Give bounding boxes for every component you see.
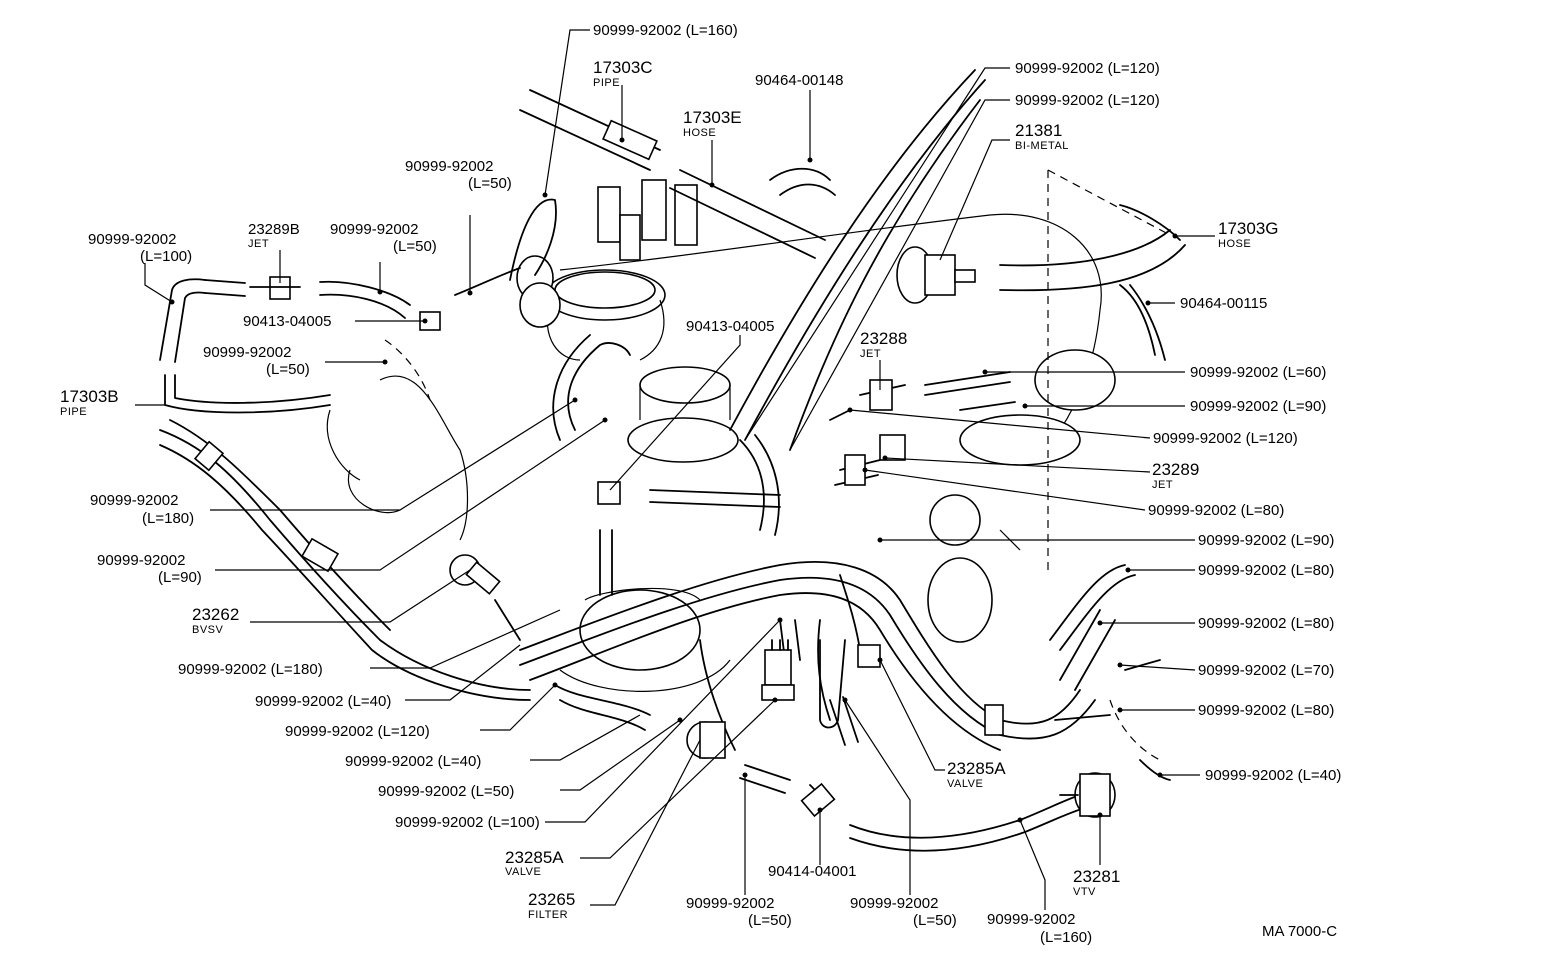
label-hose-100-b: 90999-92002 (L=100): [395, 814, 540, 831]
label-vtv-23281-sub: VTV: [1073, 886, 1096, 898]
label-hose-160-bot-pn: 90999-92002: [987, 911, 1075, 928]
distributor-cap: [544, 179, 698, 361]
diagram-code: MA 7000-C: [1262, 923, 1337, 940]
label-hose-160-top: 90999-92002 (L=160): [593, 22, 738, 39]
label-pipe-17303b-sub: PIPE: [60, 406, 87, 418]
label-bimetal-21381-sub: BI-METAL: [1015, 140, 1069, 152]
label-hose-17303e: 17303E: [683, 108, 742, 127]
label-tee-04005-left: 90413-04005: [243, 313, 331, 330]
label-hose-50-bot2-pn: 90999-92002: [850, 895, 938, 912]
label-hose-50-top-pn: 90999-92002: [405, 158, 493, 175]
label-filter-23265-sub: FILTER: [528, 909, 568, 921]
label-pipe-17303c-sub: PIPE: [593, 77, 620, 89]
label-hose-50-left-len: (L=50): [393, 238, 437, 255]
label-hose-120-r: 90999-92002 (L=120): [1153, 430, 1298, 447]
label-filter-23265: 23265: [528, 890, 575, 909]
label-hose-40-b1: 90999-92002 (L=40): [255, 693, 391, 710]
label-hose-50-bot1-pn: 90999-92002: [686, 895, 774, 912]
label-hose-50-bot1-len: (L=50): [748, 912, 792, 929]
label-hose-120-a: 90999-92002 (L=120): [1015, 60, 1160, 77]
label-hose-17303g-sub: HOSE: [1218, 238, 1251, 250]
label-valve-23285a-left: 23285A: [505, 848, 564, 867]
label-jet-23288: 23288: [860, 329, 907, 348]
leader-lines: [135, 29, 1215, 910]
label-valve-23285a-right: 23285A: [947, 759, 1006, 778]
label-hose-80-r2: 90999-92002 (L=80): [1198, 562, 1334, 579]
label-bvsv-23262-sub: BVSV: [192, 624, 224, 636]
leader-dots: [169, 137, 1178, 823]
label-hose-50-left-pn: 90999-92002: [330, 221, 418, 238]
valve-23285a-left-part: [761, 639, 795, 701]
label-hose-50-mid-len: (L=50): [266, 361, 310, 378]
label-hose-90-r2: 90999-92002 (L=90): [1198, 532, 1334, 549]
vtv-23281-part: [1059, 772, 1116, 818]
engine-drawing: [326, 169, 1171, 761]
label-tee-04001: 90414-04001: [768, 863, 856, 880]
part-labels: 90999-92002 (L=160) 17303C PIPE 90464-00…: [60, 22, 1341, 946]
label-tee-04005-mid: 90413-04005: [686, 318, 774, 335]
label-pipe-17303c: 17303C: [593, 58, 653, 77]
label-clamp-00115: 90464-00115: [1180, 295, 1267, 312]
label-hose-50-b: 90999-92002 (L=50): [378, 783, 514, 800]
label-hose-50-top-len: (L=50): [468, 175, 512, 192]
label-hose-40-b2: 90999-92002 (L=40): [345, 753, 481, 770]
label-hose-80-r1: 90999-92002 (L=80): [1148, 502, 1284, 519]
label-jet-23289-sub: JET: [1152, 479, 1173, 491]
label-hose-17303e-sub: HOSE: [683, 127, 716, 139]
label-hose-17303g: 17303G: [1218, 219, 1279, 238]
small-components: [449, 554, 1116, 818]
bimetal-valve: [896, 246, 976, 304]
label-jet-23288-sub: JET: [860, 348, 881, 360]
label-hose-90-left-pn: 90999-92002: [97, 552, 185, 569]
label-clamp-00148: 90464-00148: [755, 72, 843, 89]
label-hose-60: 90999-92002 (L=60): [1190, 364, 1326, 381]
label-hose-80-r3: 90999-92002 (L=80): [1198, 615, 1334, 632]
label-hose-100-left-pn: 90999-92002: [88, 231, 176, 248]
label-hose-90-r1: 90999-92002 (L=90): [1190, 398, 1326, 415]
valve-23285a-right-part: [819, 639, 881, 729]
label-hose-180-b: 90999-92002 (L=180): [178, 661, 323, 678]
label-jet-23289b: 23289B: [248, 221, 300, 238]
label-vtv-23281: 23281: [1073, 867, 1120, 886]
label-hose-120-b1: 90999-92002 (L=120): [285, 723, 430, 740]
label-hose-120-b: 90999-92002 (L=120): [1015, 92, 1160, 109]
label-hose-100-left-len: (L=100): [140, 248, 192, 265]
label-valve-23285a-left-sub: VALVE: [505, 866, 541, 878]
label-hose-90-left-len: (L=90): [158, 569, 202, 586]
label-hose-50-bot2-len: (L=50): [913, 912, 957, 929]
vacuum-valve-disc: [627, 366, 739, 463]
label-valve-23285a-right-sub: VALVE: [947, 778, 983, 790]
label-pipe-17303b: 17303B: [60, 387, 119, 406]
label-hose-180-len: (L=180): [142, 510, 194, 527]
label-hose-180-pn: 90999-92002: [90, 492, 178, 509]
label-hose-50-mid-pn: 90999-92002: [203, 344, 291, 361]
label-hose-80-r4: 90999-92002 (L=80): [1198, 702, 1334, 719]
label-jet-23289b-sub: JET: [248, 238, 269, 250]
label-jet-23289: 23289: [1152, 460, 1199, 479]
label-bvsv-23262: 23262: [192, 605, 239, 624]
label-hose-40-r: 90999-92002 (L=40): [1205, 767, 1341, 784]
label-bimetal-21381: 21381: [1015, 121, 1062, 140]
label-hose-70: 90999-92002 (L=70): [1198, 662, 1334, 679]
label-hose-160-bot-len: (L=160): [1040, 929, 1092, 946]
bvsv-23262-part: [449, 554, 521, 641]
